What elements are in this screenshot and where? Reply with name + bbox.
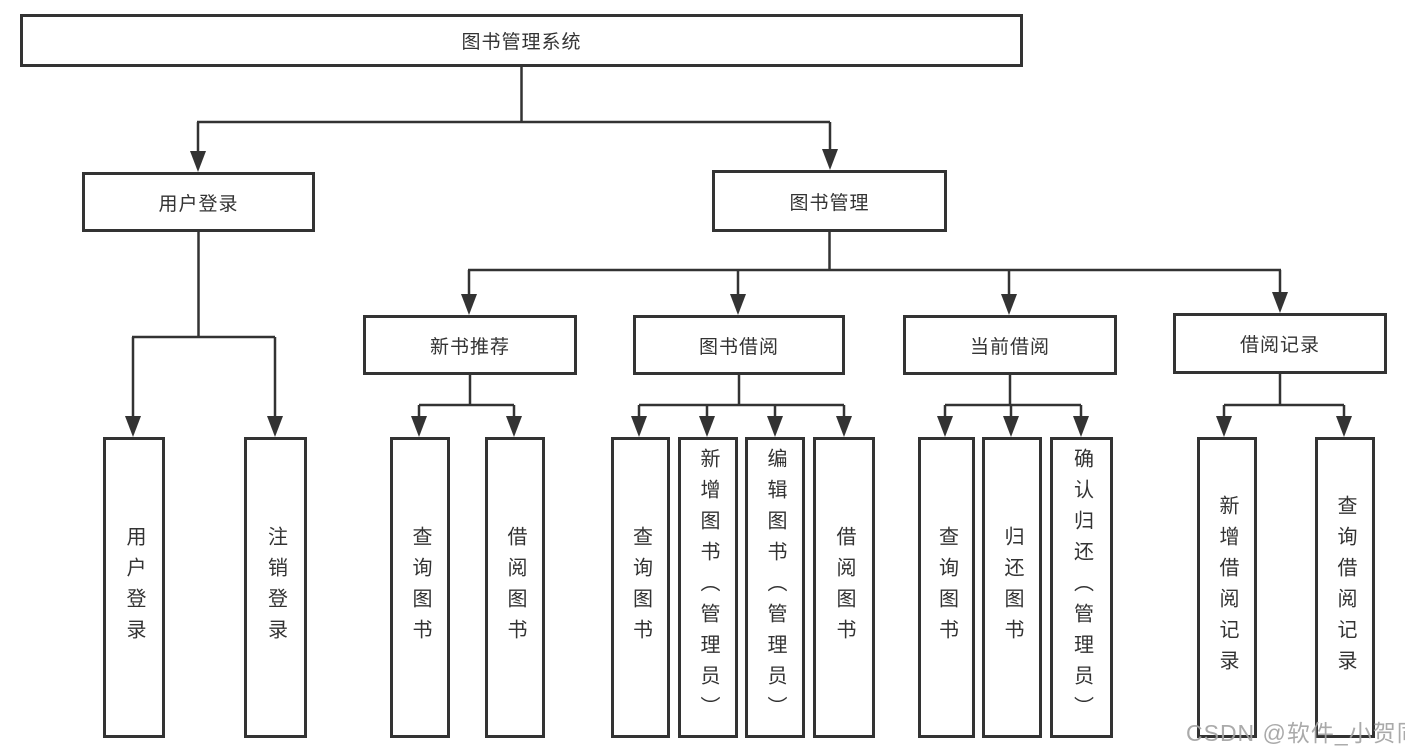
arrow-down-icons: [125, 149, 1352, 437]
node-leaf-query-books-1: 查询图书: [390, 437, 450, 738]
node-leaf-query-books-2: 查询图书: [611, 437, 670, 738]
node-leaf-add-book-admin: 新增图书（管理员）: [678, 437, 738, 738]
node-book-borrow: 图书借阅: [633, 315, 845, 375]
node-label: 图书管理系统: [461, 32, 582, 53]
node-label: 图书借阅: [698, 336, 779, 358]
node-leaf-return-book: 归还图书: [982, 437, 1042, 738]
node-book-management: 图书管理: [712, 170, 947, 232]
node-leaf-query-books-3: 查询图书: [918, 437, 975, 738]
node-user-login-group: 用户登录: [82, 172, 315, 232]
node-label: 用户登录: [158, 193, 239, 215]
node-library-management-system: 图书管理系统: [20, 14, 1023, 67]
node-borrow-record: 借阅记录: [1173, 313, 1387, 374]
node-leaf-logout: 注销登录: [244, 437, 307, 738]
node-leaf-user-login: 用户登录: [103, 437, 165, 738]
node-leaf-borrow-books-1: 借阅图书: [485, 437, 545, 738]
node-current-borrow: 当前借阅: [903, 315, 1117, 375]
node-new-book-recommend: 新书推荐: [363, 315, 577, 375]
node-leaf-add-borrow-record: 新增借阅记录: [1197, 437, 1257, 738]
node-label: 借阅记录: [1239, 335, 1320, 356]
node-leaf-confirm-return-admin: 确认归还（管理员）: [1050, 437, 1113, 738]
node-label: 当前借阅: [969, 336, 1050, 358]
node-leaf-edit-book-admin: 编辑图书（管理员）: [745, 437, 805, 738]
node-label: 新书推荐: [429, 336, 510, 358]
node-leaf-borrow-books-2: 借阅图书: [813, 437, 875, 738]
node-label: 图书管理: [789, 192, 870, 214]
node-leaf-query-borrow-record: 查询借阅记录: [1315, 437, 1375, 738]
watermark: CSDN @软件_小贺同学: [1186, 720, 1405, 746]
